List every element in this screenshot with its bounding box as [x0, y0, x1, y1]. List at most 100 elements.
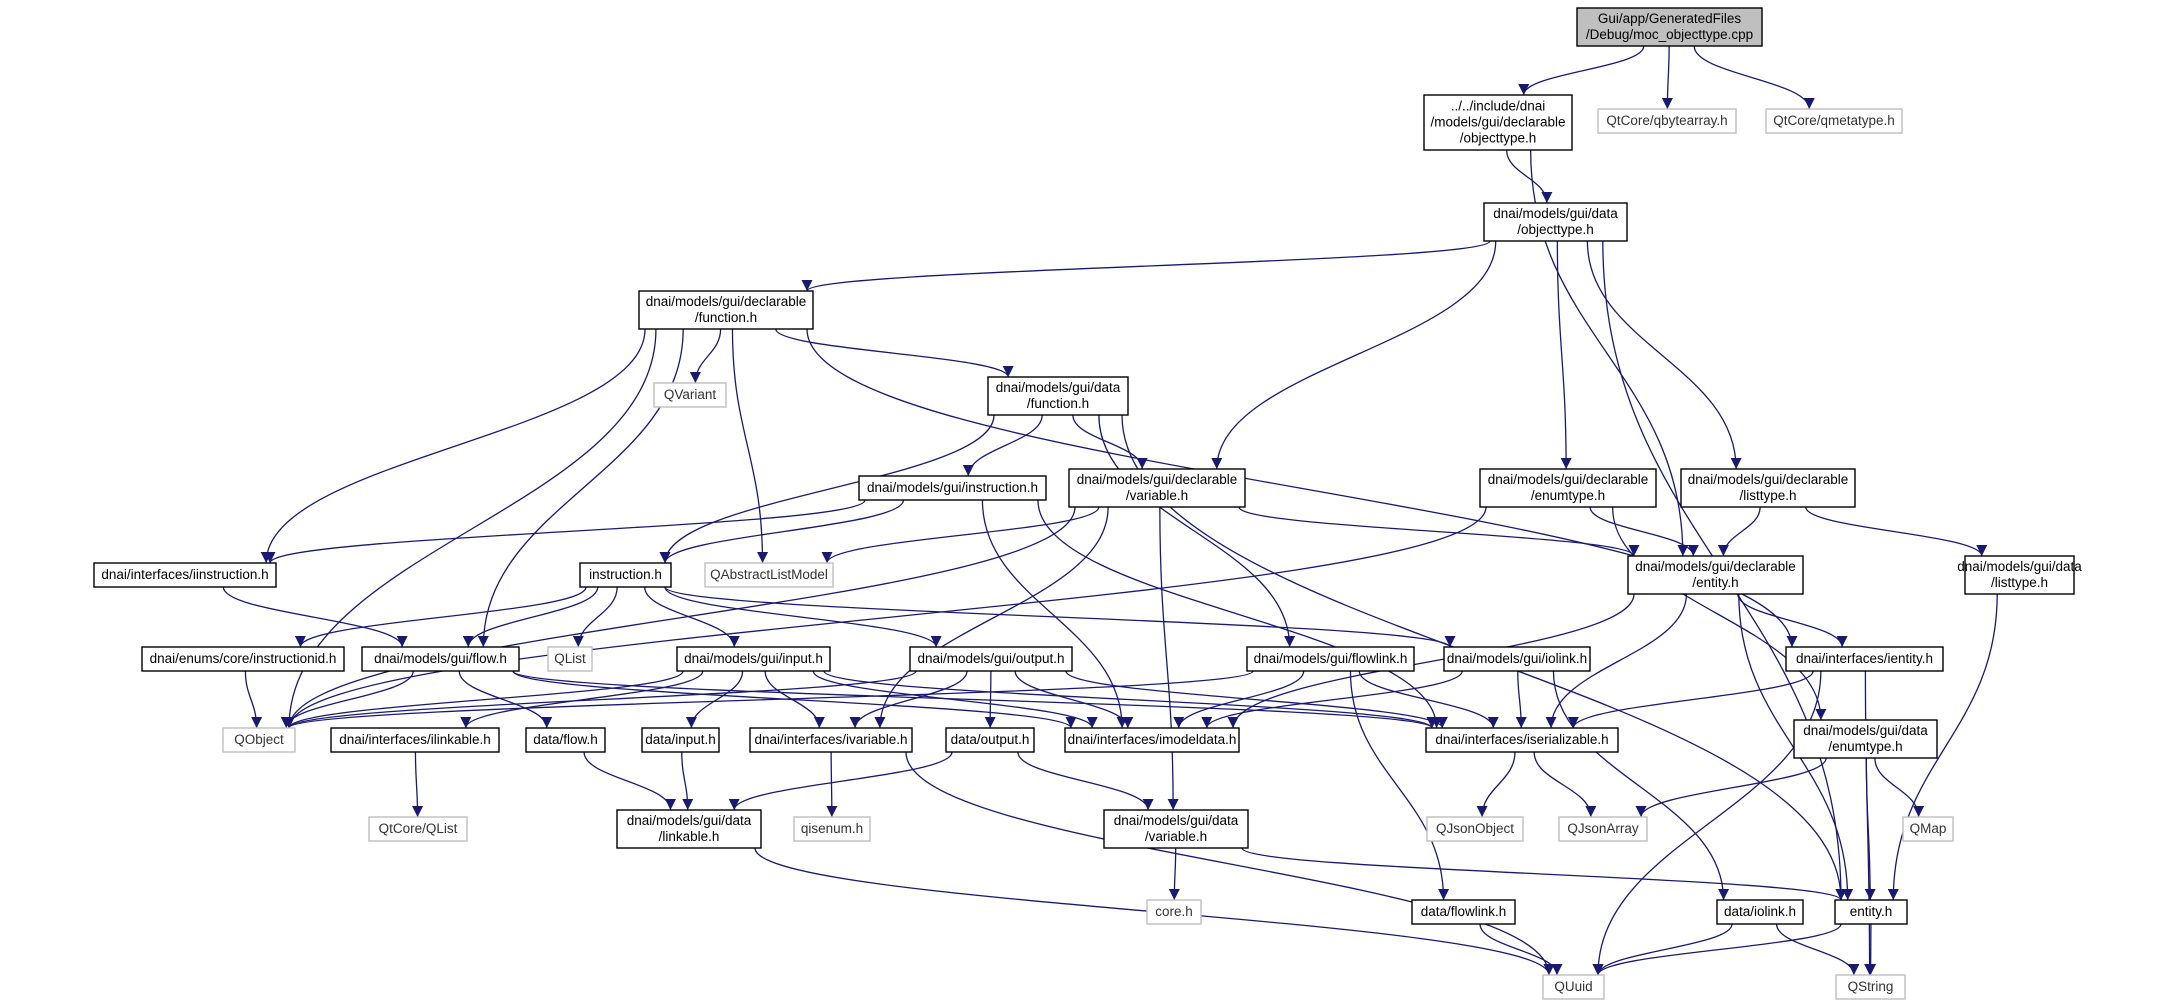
node-label: dnai/models/gui/iolink.h	[1447, 651, 1587, 666]
node-decl_variable[interactable]: dnai/models/gui/declarable/variable.h	[1068, 468, 1246, 508]
node-gui_flow[interactable]: dnai/models/gui/flow.h	[361, 646, 520, 672]
edge-data_enumtype-to-qmap	[1874, 757, 1925, 818]
node-label: /objecttype.h	[1517, 222, 1594, 237]
node-data_linkable[interactable]: dnai/models/gui/data/linkable.h	[616, 809, 762, 849]
node-label: /variable.h	[1126, 488, 1188, 503]
node-gui_flowlink[interactable]: dnai/models/gui/flowlink.h	[1246, 646, 1415, 672]
node-box	[1834, 899, 1908, 925]
edge-gui_input-to-imodeldata	[812, 670, 1098, 729]
edge-gui_input-to-iserializable	[823, 670, 1438, 729]
node-box	[1542, 974, 1605, 1000]
node-gui_iolink[interactable]: dnai/models/gui/iolink.h	[1443, 646, 1591, 672]
node-quuid: QUuid	[1542, 974, 1605, 1000]
node-data_objecttype[interactable]: dnai/models/gui/data/objecttype.h	[1483, 202, 1628, 242]
edge-data_function-to-gui_instruction	[962, 414, 1043, 477]
edge-decl_entity-to-imodeldata	[1227, 593, 1635, 729]
node-label: QJsonObject	[1436, 821, 1514, 836]
node-box	[1103, 809, 1249, 849]
edge-gui_instruction-to-iinstruction	[264, 499, 866, 564]
edge-gui_flowlink-to-iserializable	[1358, 670, 1499, 729]
edge-gui_input-to-ilinkable	[460, 670, 704, 729]
edge-data_flow-to-data_linkable	[583, 751, 676, 811]
node-decl_enumtype[interactable]: dnai/models/gui/declarable/enumtype.h	[1479, 468, 1657, 508]
edge-data_enumtype-to-entity	[1864, 757, 1876, 901]
node-gui_output[interactable]: dnai/models/gui/output.h	[909, 646, 1073, 672]
node-instruction[interactable]: instruction.h	[579, 562, 672, 588]
node-data_input[interactable]: data/input.h	[641, 727, 720, 753]
node-box	[1765, 108, 1903, 134]
node-label: instruction.h	[589, 567, 662, 582]
node-box	[749, 727, 913, 753]
edge-decl_variable-to-data_variable	[1159, 506, 1179, 811]
node-qtcore_qlist: QtCore/QList	[368, 816, 468, 842]
node-qabstractlistmodel: QAbstractListModel	[704, 562, 834, 588]
node-gui_instruction[interactable]: dnai/models/gui/instruction.h	[858, 475, 1047, 501]
node-label: /objecttype.h	[1460, 131, 1537, 146]
node-qmap: QMap	[1902, 816, 1954, 842]
edges-layer	[222, 45, 1998, 976]
node-label: data/flowlink.h	[1421, 904, 1507, 919]
node-instructionid[interactable]: dnai/enums/core/instructionid.h	[141, 646, 345, 672]
edge-decl_function-to-gui_flow	[477, 328, 684, 648]
node-label: dnai/models/gui/output.h	[917, 651, 1064, 666]
nodes-layer: Gui/app/GeneratedFiles/Debug/moc_objectt…	[93, 7, 2082, 1000]
node-qlist: QList	[547, 646, 593, 672]
node-box	[222, 727, 296, 753]
node-label: /enumtype.h	[1828, 739, 1902, 754]
edge-instructionid-to-qobject	[244, 670, 263, 729]
node-ientity[interactable]: dnai/interfaces/ientity.h	[1785, 646, 1944, 672]
edge-instruction-to-gui_output	[664, 586, 942, 648]
node-data_variable[interactable]: dnai/models/gui/data/variable.h	[1103, 809, 1249, 849]
node-box	[945, 727, 1035, 753]
node-label: dnai/models/gui/declarable	[1488, 472, 1649, 487]
node-ilinkable[interactable]: dnai/interfaces/ilinkable.h	[330, 727, 500, 753]
node-inc_objecttype[interactable]: ../../include/dnai/models/gui/declarable…	[1423, 94, 1573, 151]
edge-gui_instruction-to-instruction	[659, 499, 905, 564]
edge-data_enumtype-to-qjsonarray	[1635, 757, 1827, 818]
node-label: data/iolink.h	[1724, 904, 1796, 919]
node-label: dnai/models/gui/flow.h	[374, 651, 507, 666]
node-label: dnai/models/gui/data	[1803, 723, 1928, 738]
edge-data_function-to-gui_flowlink	[1098, 414, 1296, 648]
node-box	[653, 382, 727, 408]
node-decl_listtype[interactable]: dnai/models/gui/declarable/listtype.h	[1680, 468, 1856, 508]
node-data_flow[interactable]: data/flow.h	[525, 727, 606, 753]
node-data_enumtype[interactable]: dnai/models/gui/data/enumtype.h	[1793, 719, 1938, 759]
node-imodeldata[interactable]: dnai/interfaces/imodeldata.h	[1064, 727, 1240, 753]
node-qjsonarray: QJsonArray	[1558, 816, 1648, 842]
node-decl_entity[interactable]: dnai/models/gui/declarable/entity.h	[1627, 555, 1804, 595]
node-data_listtype[interactable]: dnai/models/gui/data/listtype.h	[1957, 555, 2082, 595]
node-ivariable[interactable]: dnai/interfaces/ivariable.h	[749, 727, 913, 753]
node-label: QList	[554, 651, 586, 666]
edge-ivariable-to-quuid	[905, 751, 1555, 976]
node-decl_function[interactable]: dnai/models/gui/declarable/function.h	[638, 290, 814, 330]
node-entity[interactable]: entity.h	[1834, 899, 1908, 925]
node-box	[1716, 899, 1804, 925]
edge-data_flowlink-to-quuid	[1479, 923, 1563, 976]
node-iserializable[interactable]: dnai/interfaces/iserializable.h	[1425, 727, 1619, 753]
node-box	[1793, 719, 1938, 759]
node-box	[1425, 727, 1619, 753]
node-data_function[interactable]: dnai/models/gui/data/function.h	[987, 376, 1129, 416]
edge-decl_entity-to-ientity	[1737, 593, 1848, 648]
node-data_flowlink[interactable]: data/flowlink.h	[1411, 899, 1516, 925]
node-data_iolink[interactable]: data/iolink.h	[1716, 899, 1804, 925]
node-box	[1146, 899, 1202, 925]
node-moc[interactable]: Gui/app/GeneratedFiles/Debug/moc_objectt…	[1576, 7, 1763, 47]
edge-data_variable-to-core_h	[1168, 847, 1180, 901]
node-box	[676, 646, 831, 672]
node-box	[1558, 816, 1648, 842]
edge-data_iolink-to-quuid	[1592, 923, 1733, 976]
edge-decl_entity-to-iserializable	[1545, 593, 1688, 729]
node-gui_input[interactable]: dnai/models/gui/input.h	[676, 646, 831, 672]
edge-gui_input-to-qobject	[283, 670, 684, 729]
node-data_output[interactable]: data/output.h	[945, 727, 1035, 753]
edge-instruction-to-gui_flow	[462, 586, 599, 648]
edge-decl_enumtype-to-decl_entity	[1589, 506, 1699, 557]
edge-ivariable-to-qisenum	[826, 751, 838, 818]
edge-gui_iolink-to-iserializable	[1515, 670, 1527, 729]
node-box	[1902, 816, 1954, 842]
node-label: qisenum.h	[801, 821, 863, 836]
node-label: Gui/app/GeneratedFiles	[1598, 11, 1742, 26]
node-iinstruction[interactable]: dnai/interfaces/iinstruction.h	[93, 562, 277, 588]
